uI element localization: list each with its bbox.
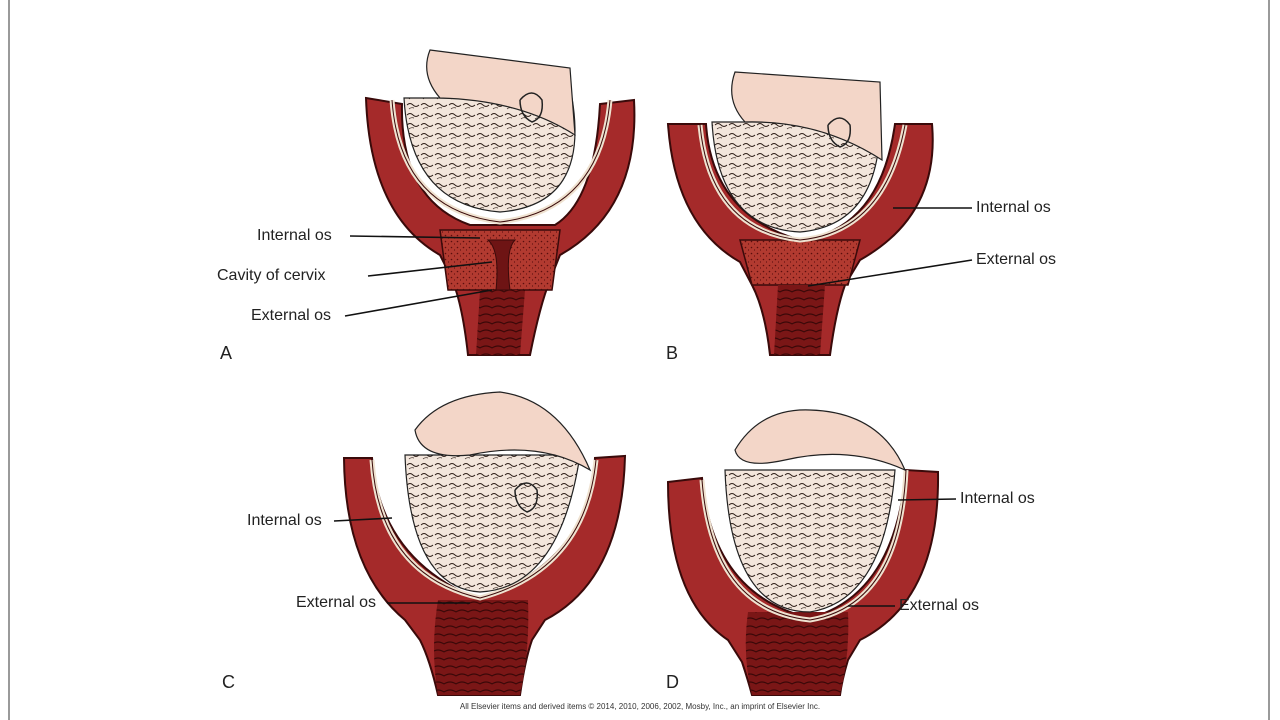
label-d-internal-os: Internal os xyxy=(960,490,1035,507)
label-c-internal-os: Internal os xyxy=(247,512,322,529)
panel-d-drawing xyxy=(666,409,940,696)
copyright-notice: All Elsevier items and derived items © 2… xyxy=(459,702,821,711)
right-border-line xyxy=(1268,0,1270,720)
leader-a-internal-os xyxy=(349,235,481,239)
panel-c-drawing xyxy=(342,391,627,696)
panel-letter-b: B xyxy=(666,343,679,363)
panel-a-drawing xyxy=(364,49,636,356)
label-d-external-os: External os xyxy=(899,597,980,614)
leader-d-internal-os xyxy=(897,498,957,501)
leader-b-external-os xyxy=(807,259,973,287)
label-b-external-os: External os xyxy=(976,251,1057,268)
label-a-internal-os: Internal os xyxy=(257,227,332,244)
panel-letter-c: C xyxy=(222,672,235,692)
label-b-internal-os: Internal os xyxy=(976,199,1051,216)
panel-b-drawing xyxy=(666,71,934,356)
leader-lines xyxy=(333,207,973,607)
left-border-line xyxy=(8,0,10,720)
panel-letter-d: D xyxy=(666,672,679,692)
label-a-external-os: External os xyxy=(251,307,332,324)
leader-a-cavity xyxy=(367,261,493,277)
label-a-cavity-of-cervix: Cavity of cervix xyxy=(217,267,326,284)
label-c-external-os: External os xyxy=(296,594,377,611)
panel-letter-a: A xyxy=(220,343,233,363)
leader-a-external-os xyxy=(344,289,493,317)
leader-c-internal-os xyxy=(333,517,393,522)
